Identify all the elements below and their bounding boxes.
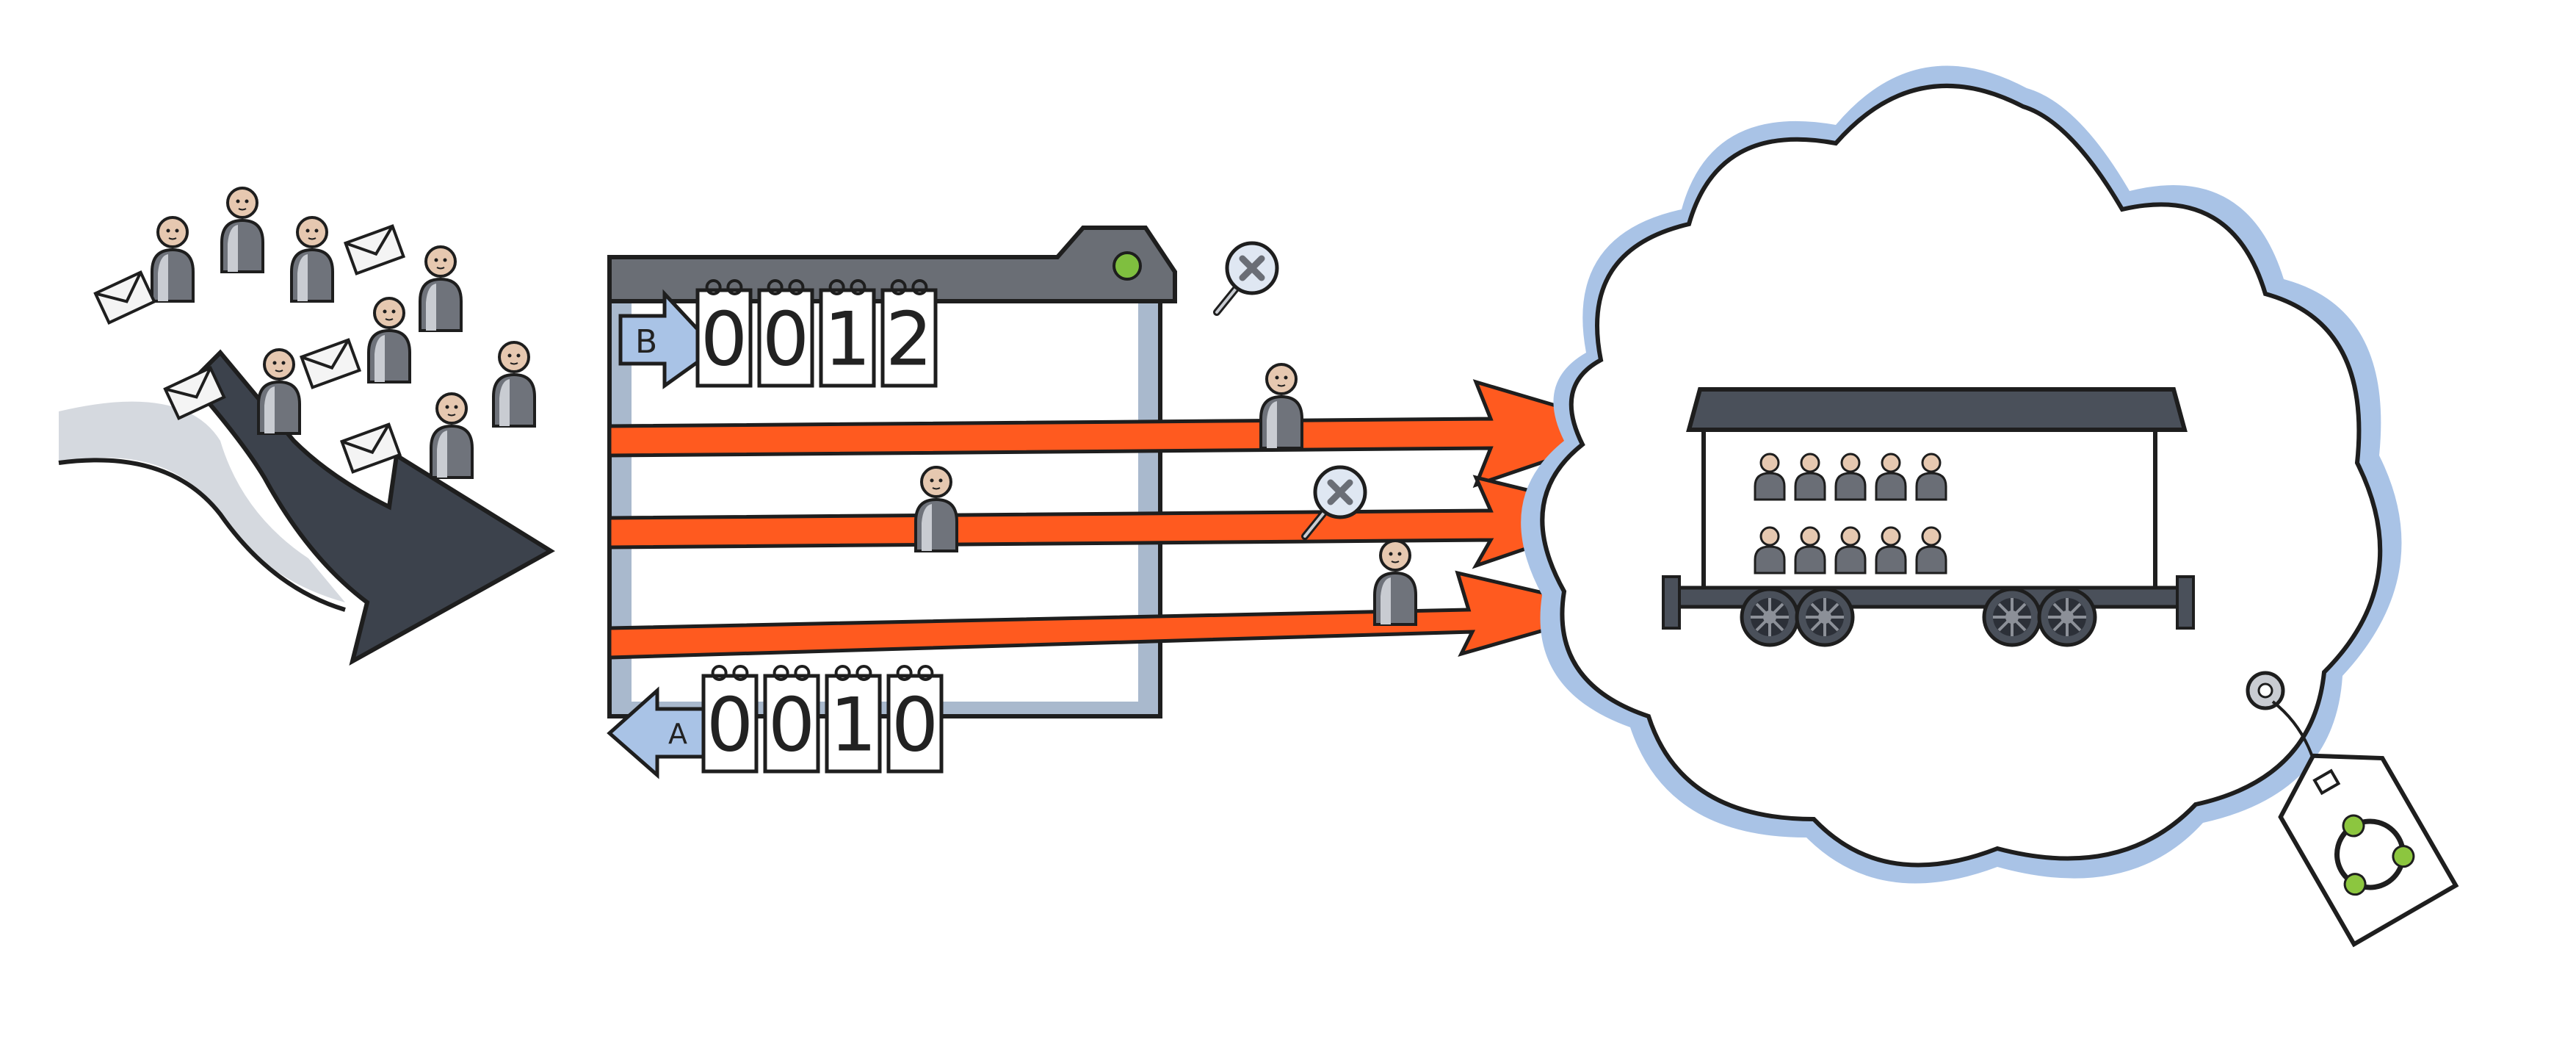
person-icon	[914, 466, 958, 552]
counter-b-arrow-icon	[618, 289, 719, 389]
counter-digit: 0	[768, 681, 815, 768]
flip-counter-card: 1	[819, 279, 876, 388]
spiral-ring-icon	[911, 279, 928, 295]
counter-a-label: A	[668, 718, 687, 750]
orange-arrow-icon	[607, 570, 1623, 660]
flip-counter-card: 0	[701, 665, 759, 774]
person-icon	[419, 245, 463, 332]
person-icon	[367, 297, 411, 383]
incoming-crowd-group	[58, 187, 555, 666]
spiral-ring-icon	[726, 279, 743, 295]
envelope-icon	[340, 422, 402, 474]
counter-digit: 0	[891, 681, 938, 768]
envelope-icon	[300, 338, 361, 389]
flip-counter-card: 0	[757, 279, 814, 388]
counter-digit: 0	[701, 295, 748, 382]
person-icon	[290, 216, 334, 303]
counter-digit: 1	[824, 295, 871, 382]
magnifier-x-icon	[1217, 243, 1277, 312]
spiral-ring-icon	[890, 279, 907, 295]
person-icon	[220, 187, 264, 273]
wheel-icon	[1742, 589, 1798, 645]
counter-digit: 0	[762, 295, 809, 382]
envelope-icon	[344, 224, 405, 275]
light-swoosh-arrow-icon	[59, 401, 345, 602]
train-car-icon	[1662, 387, 2195, 645]
wheel-icon	[2039, 589, 2095, 645]
counter-digit: 2	[886, 295, 933, 382]
person-icon	[1259, 363, 1303, 450]
open-source-logo-icon	[2334, 814, 2415, 896]
wheel-icon	[1984, 589, 2040, 645]
counter-digit: 1	[830, 681, 877, 768]
spiral-ring-icon	[732, 665, 749, 681]
flip-counter-card: 2	[880, 279, 938, 388]
spiral-ring-icon	[855, 665, 872, 681]
counter-b-label: B	[635, 323, 657, 361]
spiral-ring-icon	[896, 665, 913, 681]
spiral-ring-icon	[711, 665, 728, 681]
spiral-ring-icon	[705, 279, 722, 295]
spiral-ring-icon	[788, 279, 805, 295]
spiral-ring-icon	[828, 279, 845, 295]
spiral-ring-icon	[917, 665, 934, 681]
wheel-icon	[1797, 589, 1853, 645]
spiral-ring-icon	[794, 665, 811, 681]
person-icon	[492, 341, 536, 428]
flip-counter-card: 0	[763, 665, 820, 774]
spiral-ring-icon	[834, 665, 851, 681]
spiral-ring-icon	[773, 665, 789, 681]
window-light-icon	[1112, 251, 1142, 281]
person-icon	[430, 392, 474, 479]
envelope-icon	[93, 270, 156, 325]
person-icon	[151, 216, 195, 303]
person-icon	[257, 348, 301, 435]
spiral-ring-icon	[850, 279, 866, 295]
spiral-ring-icon	[767, 279, 784, 295]
counter-digit: 0	[706, 681, 753, 768]
person-icon	[1373, 539, 1417, 626]
flip-counter-card: 1	[825, 665, 882, 774]
price-tag-icon	[2246, 671, 2459, 948]
flip-counter-card: 0	[695, 279, 753, 388]
flip-counter-card: 0	[886, 665, 944, 774]
